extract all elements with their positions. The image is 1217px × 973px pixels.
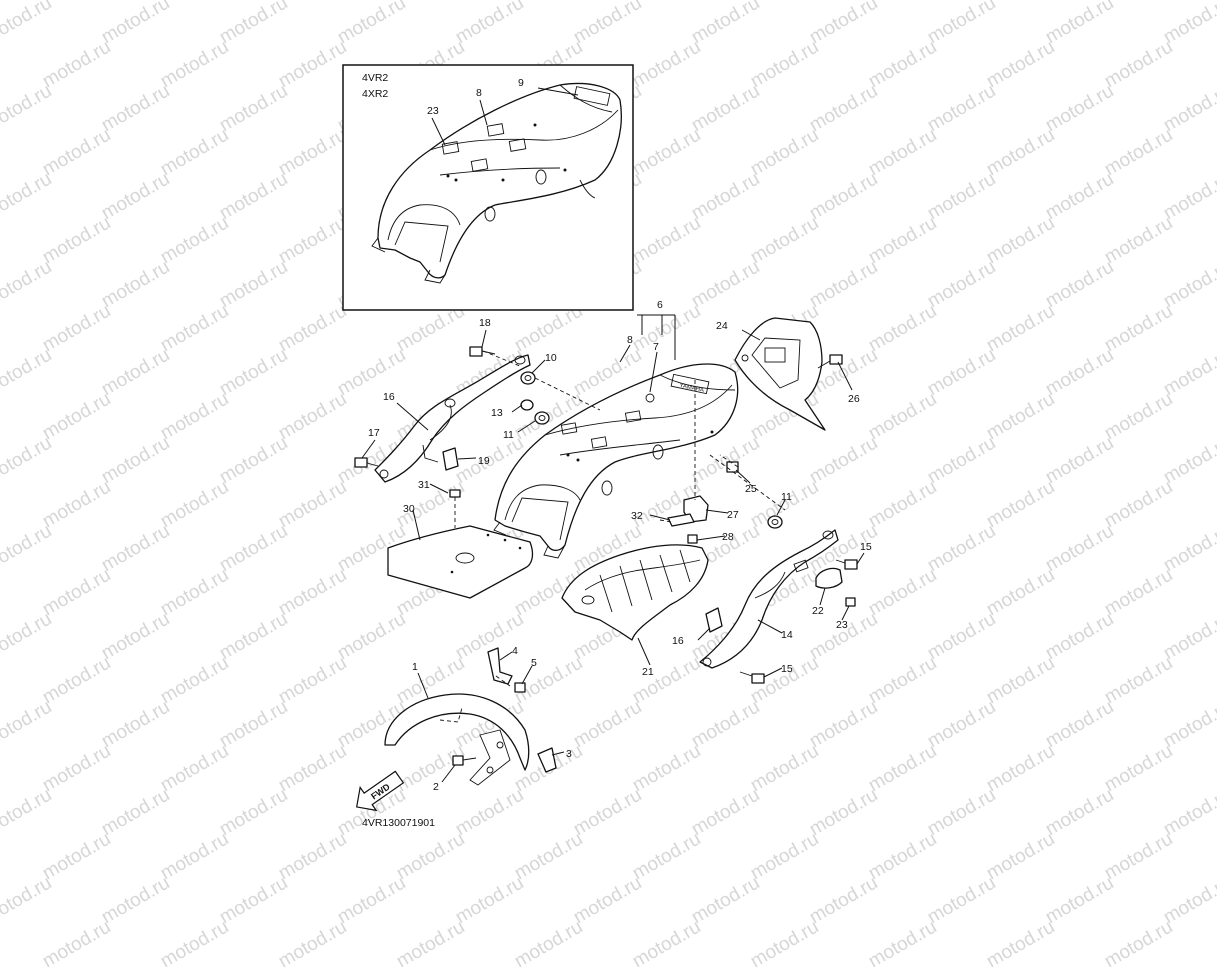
callout-20: 18 [479, 317, 491, 329]
callout-26: 25 [745, 483, 757, 495]
callout-13: 13 [491, 407, 503, 419]
bracket-23 [815, 567, 843, 589]
watermark-text: motod.ru [39, 916, 115, 973]
bolt-24 [845, 597, 856, 607]
callout-7: 7 [653, 341, 659, 353]
callout-22: 21 [642, 666, 654, 678]
callout-23: 22 [812, 605, 824, 617]
grommet-11-lower [767, 515, 783, 529]
watermark-text: motod.ru [865, 916, 941, 973]
callout-11-upper: 10 [545, 352, 557, 364]
callout-12: 11 [503, 429, 514, 441]
callout-5: 5 [531, 657, 537, 669]
callout-8: 8 [627, 334, 633, 346]
callout-29: 28 [722, 531, 734, 543]
callout-6: 6 [657, 299, 663, 311]
callout-25: 24 [716, 320, 728, 332]
bolt-29 [687, 534, 698, 544]
collar-13 [520, 399, 534, 411]
callout-28: 27 [727, 509, 739, 521]
bolt-16 [835, 559, 858, 570]
watermark-text: motod.ru [747, 916, 823, 973]
cable-holder-21 [442, 447, 459, 471]
watermark-text: motod.ru [393, 916, 469, 973]
grommets [520, 371, 783, 529]
bolt-5 [514, 682, 526, 693]
inset-model-1: 4VR2 [362, 72, 388, 84]
bracket-32 [667, 513, 695, 527]
reflector-3 [537, 747, 557, 773]
bolt-19 [354, 457, 379, 468]
bolts [354, 346, 858, 766]
watermark-text: motod.ru [275, 916, 351, 973]
rear-fender-6: YAMAHA [493, 363, 739, 559]
callout-3: 3 [566, 748, 572, 760]
callout-10: 9 [518, 77, 524, 89]
exploded-view: 4VR2 4XR2 [342, 64, 872, 829]
inner-fender-22 [561, 544, 709, 641]
callout-16: 15 [860, 541, 872, 553]
callout-24: 23 [836, 619, 848, 631]
fender-rail-right-14 [699, 529, 839, 669]
callout-8-inset: 8 [476, 87, 482, 99]
assembly-lines [482, 350, 786, 687]
fwd-arrow: FWD [356, 770, 405, 812]
callout-11-lower: 11 [781, 491, 792, 503]
bolt-2 [452, 755, 477, 766]
callout-18: 16 [383, 391, 395, 403]
callout-30: 30 [403, 503, 415, 515]
watermark-text: motod.ru [1101, 916, 1177, 973]
callout-14: 14 [781, 629, 793, 641]
callout-labels: 23 8 9 6 8 7 18 10 13 11 16 17 19 31 30 … [368, 77, 872, 793]
callout-2: 2 [433, 781, 439, 793]
inset-model-2: 4XR2 [362, 88, 388, 100]
diagram-code: 4VR130071901 [362, 817, 435, 829]
bracket-4 [487, 647, 513, 685]
cable-holder-17 [705, 607, 723, 633]
watermark-text: motod.ru [511, 916, 587, 973]
watermark-text: motod.ru [629, 916, 705, 973]
tail-light-25 [734, 317, 826, 431]
fender-logo: YAMAHA [679, 383, 705, 394]
callout-9: 23 [427, 105, 439, 117]
callout-27: 26 [848, 393, 860, 405]
callout-31: 31 [418, 479, 430, 491]
callout-15: 15 [781, 663, 793, 675]
callout-17: 16 [672, 635, 684, 647]
license-plate-bracket-30 [387, 525, 534, 599]
bolt-27 [817, 354, 843, 369]
bolt-15 [739, 671, 765, 684]
fender-rail-left-18 [374, 354, 531, 483]
front-fender-1 [384, 693, 530, 786]
callout-32: 32 [631, 510, 643, 522]
inset-rear-fender [371, 82, 622, 284]
leader-lines [361, 87, 865, 783]
screw-31 [449, 489, 461, 528]
grommet-12 [534, 411, 550, 425]
callout-4: 4 [512, 645, 518, 657]
grommet-11-upper [520, 371, 536, 385]
callout-19: 17 [368, 427, 380, 439]
callout-1: 1 [412, 661, 418, 673]
callout-21: 19 [478, 455, 490, 467]
watermark-text: motod.ru [983, 916, 1059, 973]
watermark-text: motod.ru [157, 916, 233, 973]
